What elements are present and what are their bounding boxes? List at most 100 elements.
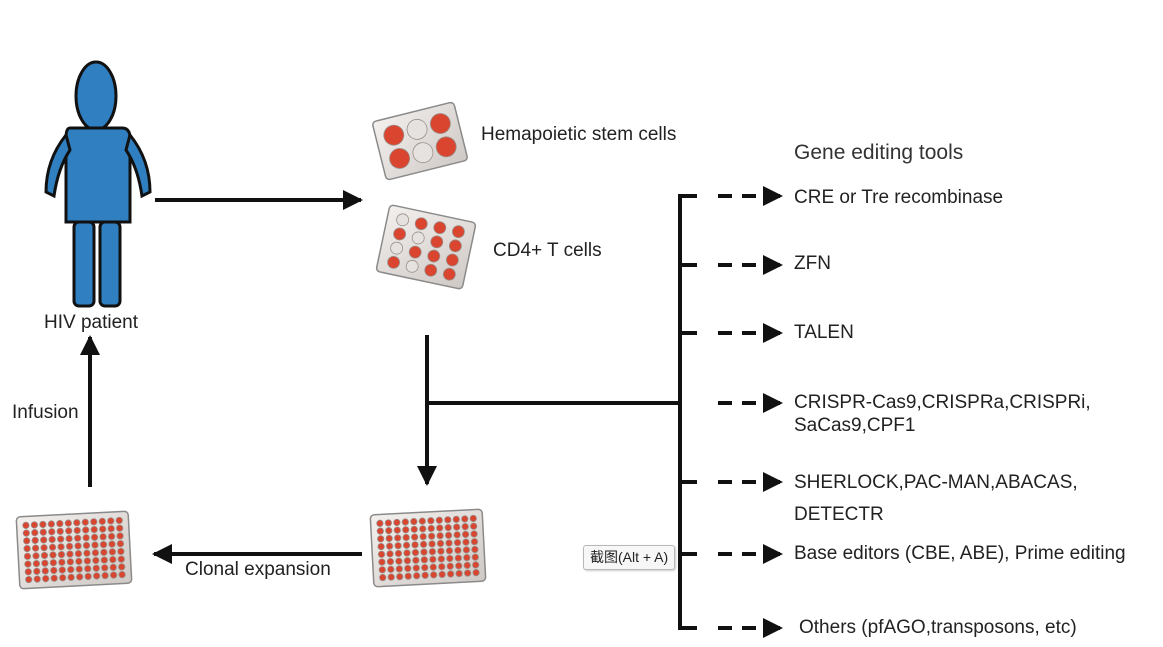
plate-well [101, 571, 109, 580]
plate-well [40, 544, 48, 552]
patient-label: HIV patient [44, 312, 138, 333]
tool-label-cre: CRE or Tre recombinase [794, 187, 1004, 208]
plate-well [32, 552, 40, 560]
plate-well [386, 550, 394, 558]
plate-well [421, 571, 429, 579]
plate-well [91, 541, 99, 549]
plate-well [411, 548, 420, 557]
plate-well [436, 532, 444, 540]
plate-well [430, 235, 444, 249]
plate-well [429, 113, 451, 134]
plate-well [76, 573, 84, 581]
plate-well [82, 541, 91, 550]
plate-well [395, 565, 403, 573]
plate-well [464, 569, 472, 577]
plate-well [393, 227, 407, 241]
plate-well [109, 563, 117, 571]
plate-well [98, 517, 106, 525]
plate-well [445, 531, 453, 539]
plate-well [469, 514, 477, 523]
plate-well [49, 559, 57, 567]
plate-well [461, 530, 470, 538]
plate-well [41, 567, 49, 575]
plate-well [470, 522, 478, 530]
plate-well [379, 573, 387, 582]
plate-well [92, 564, 100, 572]
plate-well [404, 572, 412, 580]
plate-well [83, 557, 91, 565]
plate-well [402, 533, 410, 542]
plate-well [390, 241, 404, 255]
tool-label-crispr-line1: CRISPR-Cas9,CRISPRa,CRISPRi, [794, 392, 1091, 413]
plate-well [414, 217, 428, 231]
plate-well [66, 558, 74, 566]
plate-well [436, 539, 445, 548]
plate-well [383, 124, 405, 146]
plate-well [453, 531, 461, 539]
plate-well [56, 527, 64, 535]
plate-well [451, 225, 465, 239]
plate-well [376, 519, 384, 527]
plate-well [107, 532, 116, 540]
plate-well [40, 551, 49, 560]
plate-well [24, 568, 32, 576]
plate-well [396, 573, 404, 581]
plate-well [403, 557, 411, 565]
plate-well [430, 571, 438, 579]
tool-label-sherlock-line2: DETECTR [794, 504, 884, 525]
plate-well [385, 534, 393, 542]
plate-well [401, 518, 409, 526]
tool-label-others: Others (pfAGO,transposons, etc) [799, 617, 1077, 638]
plate-well [387, 573, 395, 581]
screenshot-tooltip: 截图(Alt + A) [583, 545, 676, 570]
plate-well [446, 562, 454, 570]
plate-well [58, 558, 66, 566]
plate-well [59, 574, 67, 582]
plate-well [386, 558, 395, 566]
infusion-plate-icon [15, 510, 133, 590]
plate-well [411, 541, 419, 549]
plate-well [454, 546, 462, 554]
cd4-label: CD4+ T cells [493, 240, 602, 261]
plate-well [83, 549, 91, 557]
tool-label-zfn: ZFN [794, 253, 831, 274]
plate-well [116, 532, 124, 540]
tool-label-crispr-line2: SaCas9,CPF1 [794, 415, 916, 436]
plate-well [438, 570, 446, 579]
plate-well [393, 526, 401, 534]
plate-well [107, 525, 115, 533]
plate-well [462, 546, 471, 554]
tool-label-base-editors: Base editors (CBE, ABE), Prime editing [794, 543, 1126, 564]
plate-well [23, 552, 32, 560]
plate-well [116, 540, 125, 548]
plate-well [58, 566, 66, 574]
plate-well [442, 267, 456, 281]
hsc-label: Hemapoietic stem cells [481, 124, 677, 145]
tools-bracket [678, 194, 697, 630]
plate-well [57, 543, 65, 551]
plate-well [90, 525, 98, 534]
plate-well [446, 554, 454, 563]
plate-well [115, 516, 123, 525]
plate-well [32, 560, 41, 568]
plate-well [427, 249, 441, 263]
plate-well [108, 540, 116, 548]
plate-well [22, 521, 30, 529]
plate-well [25, 575, 33, 584]
plate-well [82, 534, 90, 542]
plate-well [463, 554, 471, 562]
plate-well [411, 533, 419, 541]
plate-well [413, 572, 421, 580]
plate-well [74, 534, 82, 542]
plate-well [376, 527, 384, 535]
plate-well [23, 544, 31, 553]
plate-well [470, 538, 479, 546]
plate-well [394, 534, 402, 542]
plate-well [402, 541, 411, 549]
plate-well [385, 542, 394, 550]
plate-well [412, 564, 420, 572]
plate-well [405, 259, 419, 273]
plate-well [99, 525, 107, 533]
plate-well [99, 540, 108, 549]
